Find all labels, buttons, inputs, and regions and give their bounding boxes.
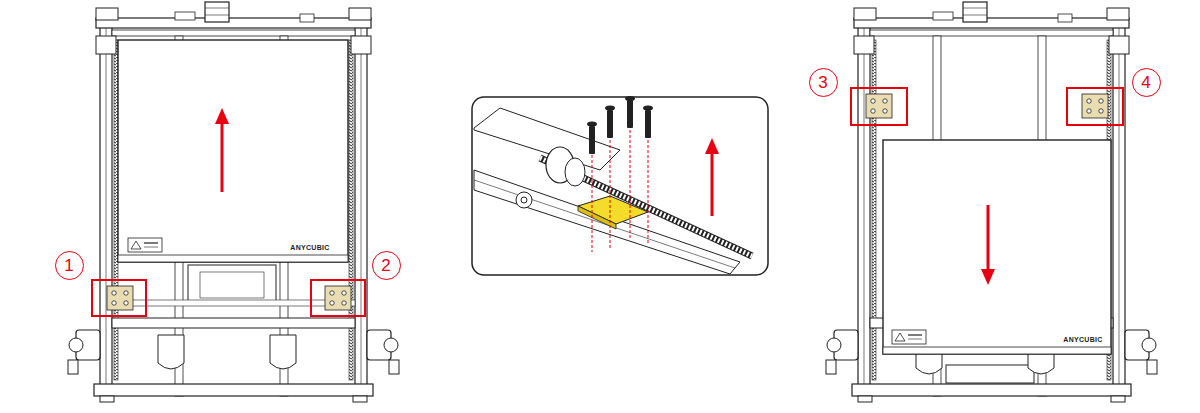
brand-logo: ANYCUBIC	[1063, 336, 1102, 343]
callout-number: 4	[1132, 68, 1161, 97]
callout-number: 3	[809, 68, 838, 97]
callout-number: 2	[372, 251, 401, 280]
callout-number: 1	[55, 251, 84, 280]
brand-logo: ANYCUBIC	[290, 244, 329, 251]
